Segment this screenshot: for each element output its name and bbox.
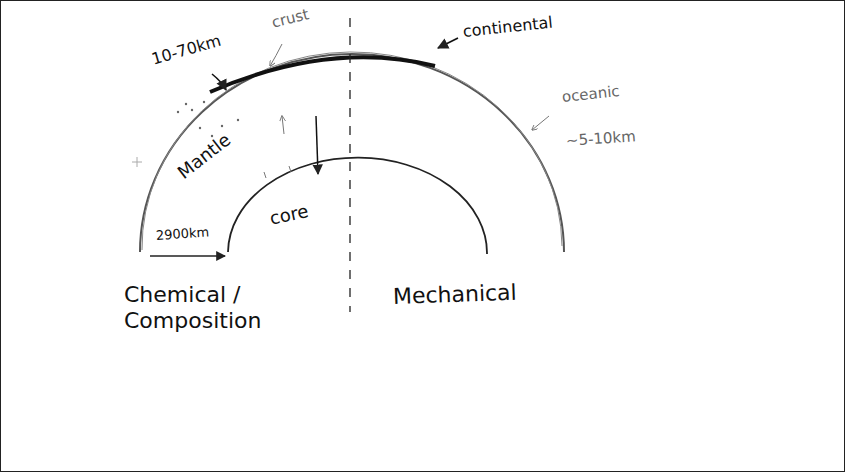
annotation-label: Chemical / Composition xyxy=(124,282,284,335)
annotation-label: 10-70km xyxy=(149,31,223,69)
annotation-label: Mantle xyxy=(173,129,234,184)
annotation-label: ~5-10km xyxy=(565,127,636,150)
annotation-label: core xyxy=(268,200,311,229)
annotation-label: 2900km xyxy=(155,224,209,243)
annotation-label: Mechanical xyxy=(393,280,518,311)
annotation-label: crust xyxy=(270,5,311,32)
annotation-label: oceanic xyxy=(561,82,620,106)
annotation-label: continental xyxy=(462,13,554,41)
